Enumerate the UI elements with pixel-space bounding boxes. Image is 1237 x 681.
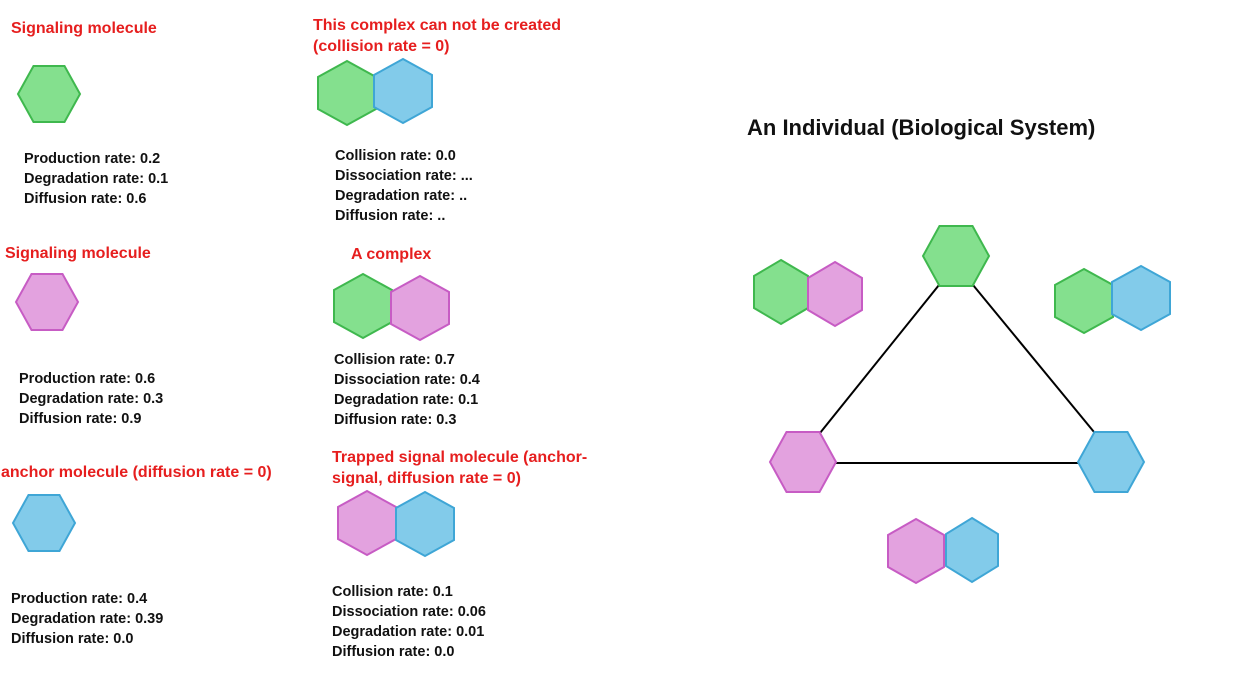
stat-line: Degradation rate: 0.1 (24, 171, 169, 187)
stat-line: Degradation rate: 0.1 (334, 392, 479, 408)
molecule-title-pink: Signaling molecule (5, 245, 151, 262)
molecule-stats-pink: Production rate: 0.6 Degradation rate: 0… (19, 369, 163, 429)
stat-line: Dissociation rate: ... (335, 168, 473, 184)
title-line: (collision rate = 0) (313, 38, 450, 55)
molecule-stats-blue: Production rate: 0.4 Degradation rate: 0… (11, 589, 163, 649)
stat-line: Production rate: 0.4 (11, 591, 148, 607)
system-green-pink-pink-icon (807, 260, 863, 328)
title-line: Trapped signal molecule (anchor- (332, 449, 588, 466)
stat-line: Degradation rate: 0.01 (332, 624, 485, 640)
system-title: An Individual (Biological System) (747, 115, 1096, 140)
title-line: signal, diffusion rate = 0) (332, 470, 521, 487)
stat-line: Degradation rate: .. (335, 188, 468, 204)
system-green-pink-green-icon (753, 258, 809, 326)
stat-line: Diffusion rate: 0.3 (334, 412, 457, 428)
system-pink-blue-pink-icon (887, 517, 945, 585)
complex-title-pink-blue: Trapped signal molecule (anchor- signal,… (332, 447, 587, 489)
hexagon-layer (11, 57, 1171, 585)
stat-line: Diffusion rate: 0.9 (19, 411, 142, 427)
system-blue-node-icon (1076, 431, 1146, 493)
triangle-edges (819, 284, 1095, 464)
complex-title-green-pink: A complex (351, 244, 431, 265)
stat-line: Production rate: 0.2 (24, 151, 161, 167)
title-line: This complex can not be created (313, 17, 562, 34)
system-pink-blue-blue-icon (945, 516, 999, 584)
complex-stats-pink-blue: Collision rate: 0.1 Dissociation rate: 0… (332, 582, 486, 662)
stat-line: Degradation rate: 0.39 (11, 611, 164, 627)
system-pink-node-icon (768, 431, 838, 493)
stat-line: Collision rate: 0.0 (335, 148, 456, 164)
complex-pink-blue-pink-icon (337, 489, 397, 557)
edge-green-blue (972, 284, 1095, 433)
stat-line: Degradation rate: 0.3 (19, 391, 164, 407)
complex-green-pink-green-icon (333, 272, 393, 340)
stat-line: Production rate: 0.6 (19, 371, 156, 387)
stat-line: Diffusion rate: 0.0 (332, 644, 455, 660)
system-green-blue-green-icon (1054, 267, 1114, 335)
stat-line: Collision rate: 0.1 (332, 584, 453, 600)
stat-line: Diffusion rate: 0.0 (11, 631, 134, 647)
stat-line: Dissociation rate: 0.06 (332, 604, 486, 620)
system-green-blue-blue-icon (1111, 264, 1171, 332)
complex-pink-blue-blue-icon (395, 490, 455, 558)
complex-green-blue-blue-icon (373, 57, 433, 125)
complex-green-pink-pink-icon (390, 274, 450, 342)
blue-hexagon-icon (11, 494, 77, 552)
stat-line: Dissociation rate: 0.4 (334, 372, 480, 388)
complex-title-green-blue: This complex can not be created (collisi… (313, 15, 561, 57)
title-line: A complex (351, 246, 432, 263)
molecule-title-blue: anchor molecule (diffusion rate = 0) (1, 464, 272, 481)
molecule-stats-green: Production rate: 0.2 Degradation rate: 0… (24, 149, 168, 209)
complex-stats-green-blue: Collision rate: 0.0 Dissociation rate: .… (335, 146, 473, 226)
stat-line: Collision rate: 0.7 (334, 352, 455, 368)
complex-green-blue-green-icon (317, 59, 377, 127)
system-green-node-icon (921, 225, 991, 287)
complex-stats-green-pink: Collision rate: 0.7 Dissociation rate: 0… (334, 350, 480, 430)
green-hexagon-icon (16, 65, 82, 123)
stat-line: Diffusion rate: 0.6 (24, 191, 147, 207)
edge-green-pink (819, 284, 940, 434)
molecule-title-green: Signaling molecule (11, 20, 157, 37)
stat-line: Diffusion rate: .. (335, 208, 446, 224)
pink-hexagon-icon (14, 273, 80, 331)
